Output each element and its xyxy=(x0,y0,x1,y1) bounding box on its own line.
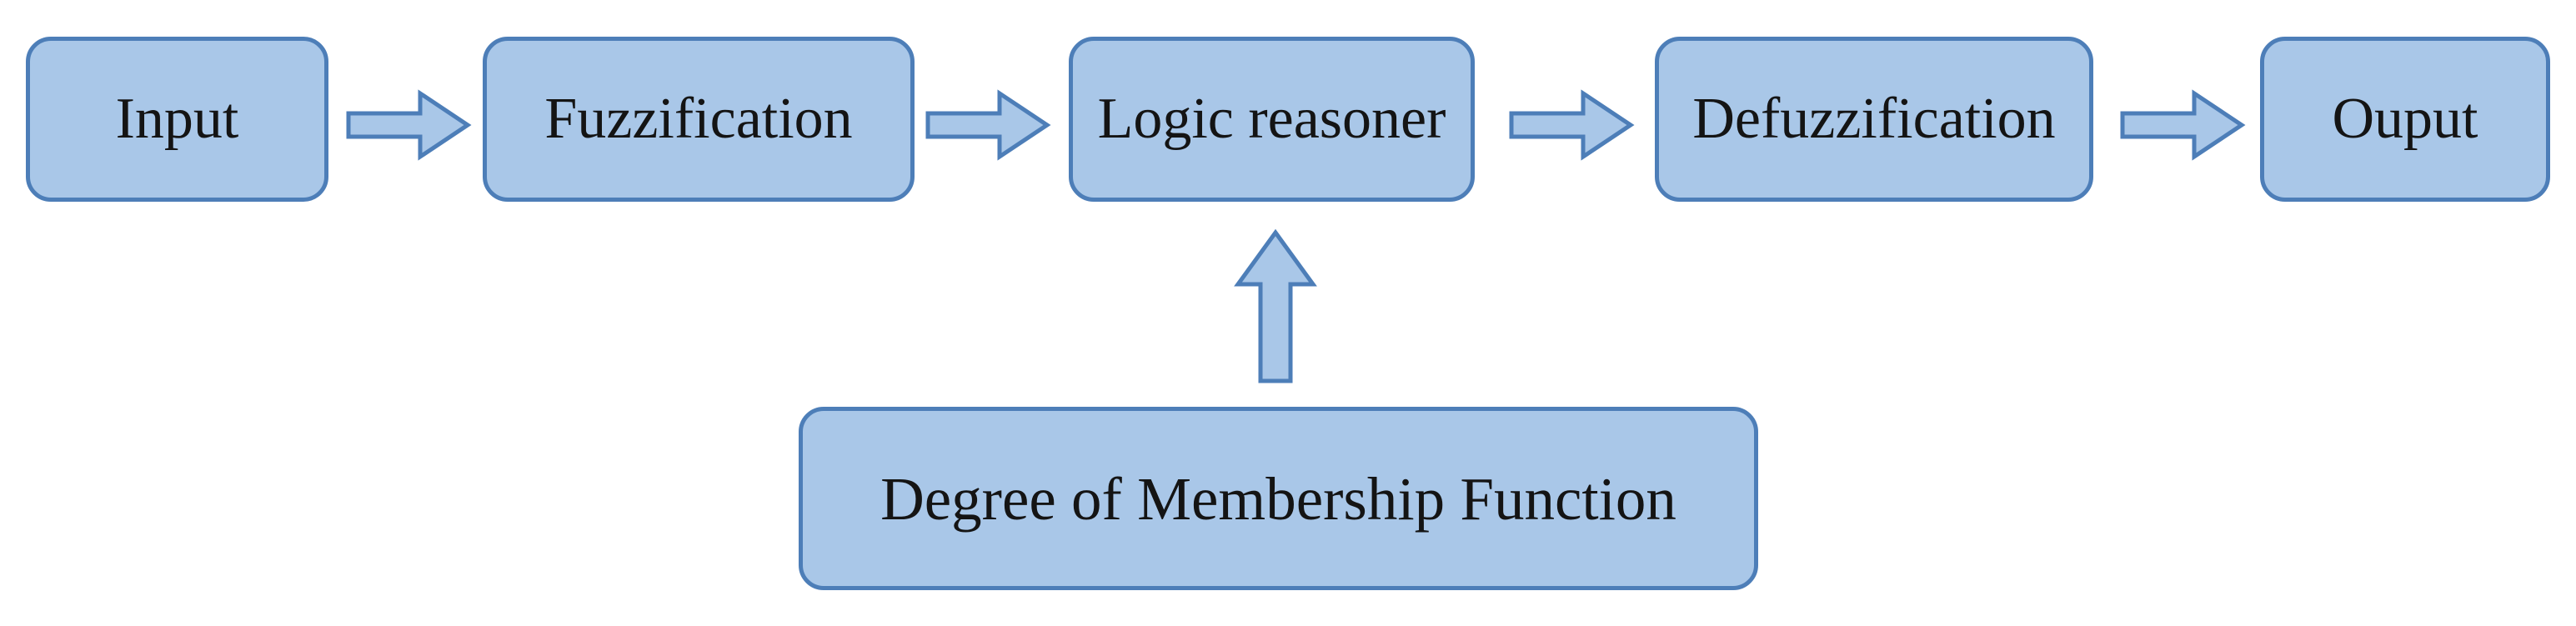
node-logic-reasoner: Logic reasoner xyxy=(1069,37,1475,202)
node-output-label: Ouput xyxy=(2332,87,2478,151)
node-output: Ouput xyxy=(2260,37,2550,202)
node-input: Input xyxy=(26,37,328,202)
node-input-label: Input xyxy=(115,87,239,151)
arrow-up-icon xyxy=(1234,228,1317,383)
arrow-right-icon xyxy=(346,89,472,161)
node-membership-function-label: Degree of Membership Function xyxy=(880,464,1676,533)
node-defuzzification-label: Defuzzification xyxy=(1692,87,2056,151)
node-defuzzification: Defuzzification xyxy=(1655,37,2093,202)
arrow-right-icon xyxy=(2120,89,2246,161)
node-fuzzification: Fuzzification xyxy=(483,37,915,202)
node-fuzzification-label: Fuzzification xyxy=(544,87,853,151)
node-membership-function: Degree of Membership Function xyxy=(799,407,1758,590)
node-logic-reasoner-label: Logic reasoner xyxy=(1097,87,1446,151)
arrow-right-icon xyxy=(925,89,1051,161)
arrow-right-icon xyxy=(1509,89,1635,161)
